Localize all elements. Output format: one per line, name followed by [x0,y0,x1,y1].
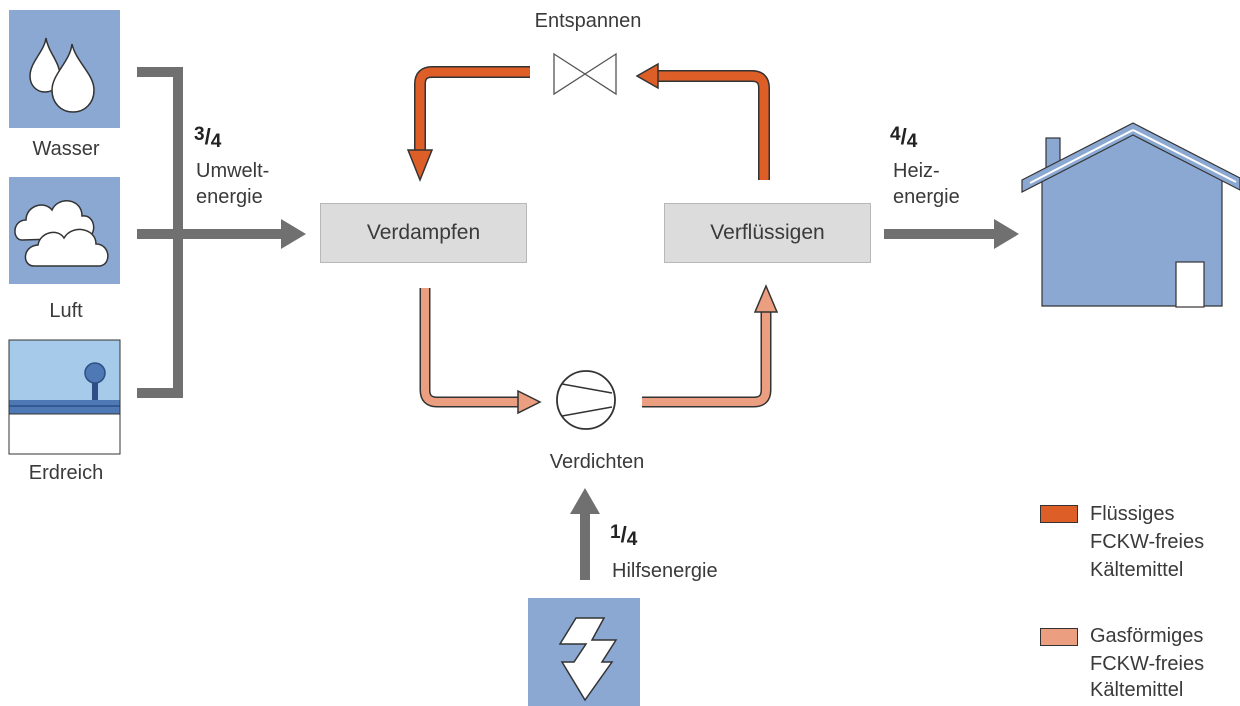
legend-gas-swatch [1040,628,1078,646]
legend-liquid-line1: Flüssiges [1090,503,1175,525]
gas-refrigerant-path [419,284,779,415]
environment-label-line1: Umwelt- [196,160,270,182]
legend-liquid-swatch [1040,505,1078,523]
expansion-label: Entspannen [534,10,642,32]
liquid-refrigerant-path [406,62,770,183]
legend-gas-line1: Gasförmiges [1090,625,1204,647]
source-water-label: Wasser [32,138,100,160]
heating-denominator: 4 [906,131,918,152]
legend-gas-line3: Kältemittel [1090,679,1184,701]
legend-liquid-line2: FCKW-freies [1090,531,1205,553]
source-soil-label: Erdreich [28,462,104,484]
environment-fraction: 3/4 [194,124,222,152]
power-icon [528,598,640,706]
compressor-icon [556,370,616,430]
environment-numerator: 3 [194,124,205,145]
expansion-valve-icon [553,52,617,96]
legend-gas-line2: FCKW-freies [1090,653,1205,675]
auxiliary-denominator: 4 [626,529,638,550]
water-icon [9,10,120,128]
house-icon [1021,122,1240,308]
evaporator-box: Verdampfen [320,203,527,263]
auxiliary-fraction: 1/4 [610,522,638,550]
compression-label: Verdichten [549,451,645,473]
environment-denominator: 4 [210,131,222,152]
auxiliary-energy-arrow [570,488,600,580]
source-air-label: Luft [49,300,83,322]
legend-liquid-line3: Kältemittel [1090,559,1184,581]
auxiliary-numerator: 1 [610,522,621,543]
heating-label-line2: energie [893,186,960,208]
heating-numerator: 4 [890,124,901,145]
air-icon [9,177,120,284]
heating-label-line1: Heiz- [893,160,940,182]
heating-fraction: 4/4 [890,124,918,152]
heating-energy-arrow [884,219,1019,249]
auxiliary-label: Hilfsenergie [612,560,718,582]
environment-energy-arrow [137,67,306,398]
environment-label-line2: energie [196,186,263,208]
soil-icon [8,339,121,455]
condenser-box: Verflüssigen [664,203,871,263]
